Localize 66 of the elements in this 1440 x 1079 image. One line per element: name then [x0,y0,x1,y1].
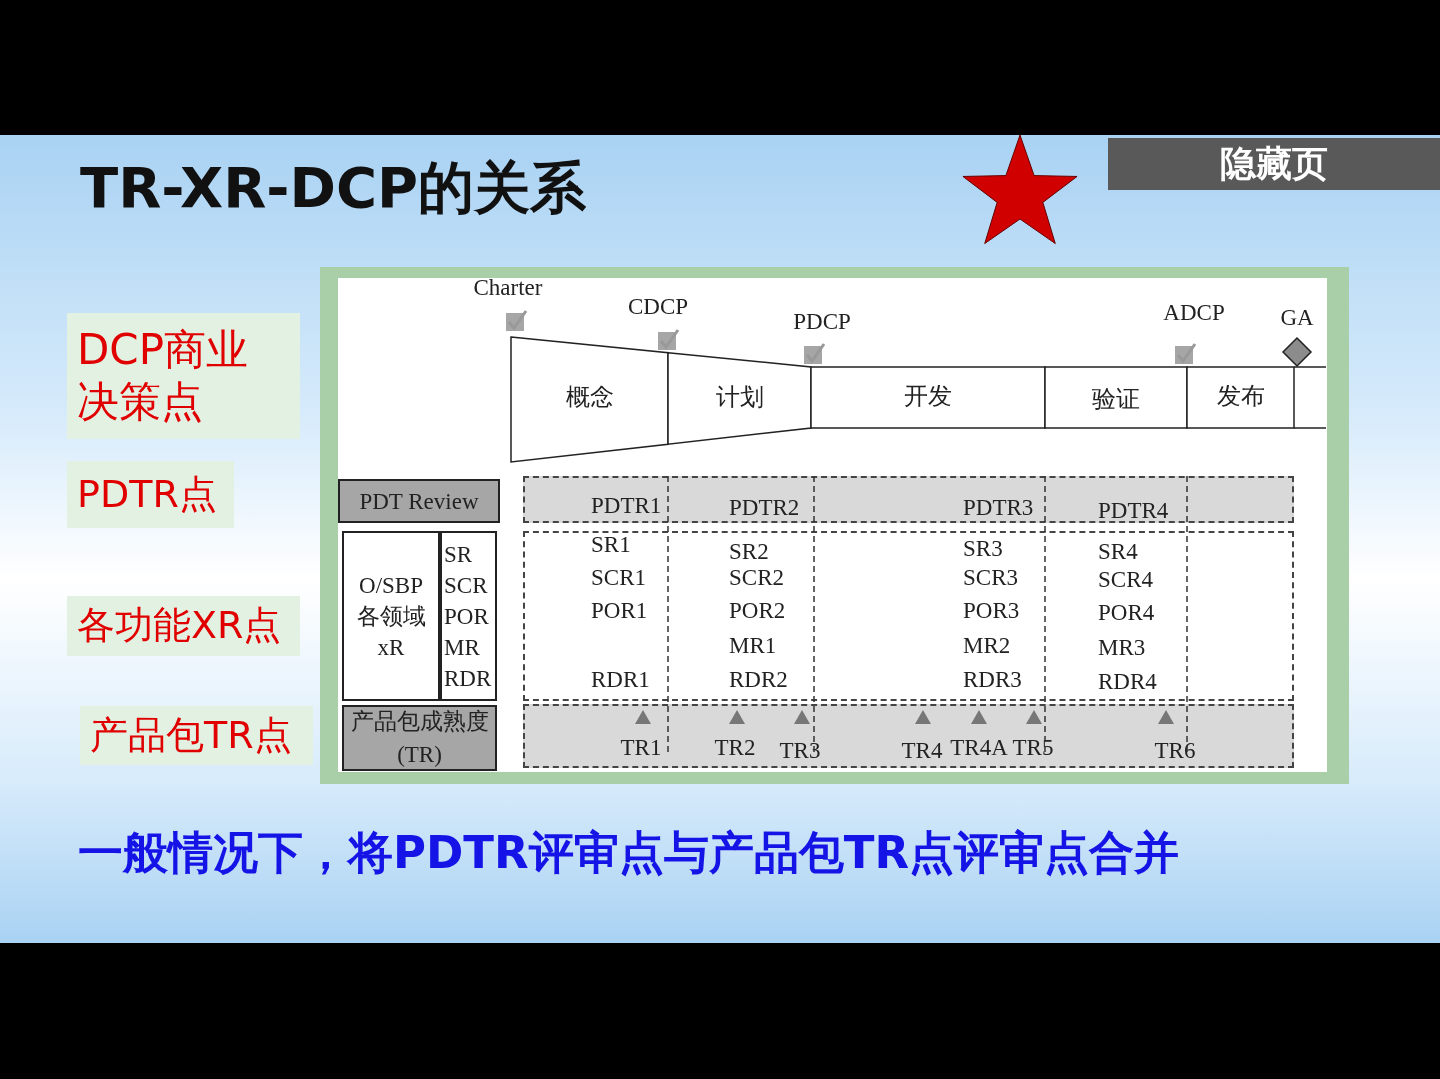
xr-point-label: RDR4 [1098,670,1157,693]
xr-point-label: SR4 [1098,540,1138,563]
xr-point-label: POR3 [963,599,1020,622]
row-header [338,479,500,523]
review-band [523,476,1294,523]
xr-point-label: RDR1 [591,668,650,691]
tr-point-label: TR2 [714,736,756,759]
tr-point-label: TR4A [950,736,1008,759]
tr-band [523,704,1294,768]
phase-segment [1045,367,1187,428]
review-point-label: PDTR3 [963,496,1034,519]
xr-point-label: MR1 [729,634,777,657]
xr-point-label: RDR3 [963,668,1022,691]
legend-card [67,596,300,656]
xr-point-label: MR2 [963,634,1011,657]
phase-label: 验证 [1092,386,1140,411]
milestone-label: GA [1280,306,1314,329]
xr-band [523,531,1294,701]
card-label: 各功能XR点 [77,602,283,650]
xr-point-label: MR3 [1098,636,1146,659]
summary-note: 一般情况下，将PDTR评审点与产品包TR点评审点合并 [78,830,1180,875]
card-label: PDTR点 [77,470,218,518]
header-label: O/SBP 各领域 xR [355,571,427,662]
xr-point-label: SR3 [963,537,1003,560]
xr-point-label: RDR2 [729,668,788,691]
review-point-label: PDTR2 [729,496,800,519]
milestone-label: ADCP [1163,301,1225,324]
tr-point-label: TR1 [620,736,662,759]
card-label: DCP商业决策点 [77,323,249,428]
xr-point-label: SCR3 [963,566,1018,589]
phase-segment [811,367,1045,428]
hidden-page-tag: 隐藏页 [1108,138,1440,190]
tr-point-label: TR4 [901,739,943,762]
legend-card [80,706,313,765]
xr-point-label: SR1 [591,533,631,556]
xr-point-label: POR1 [591,599,648,622]
row-header [440,531,497,701]
xr-point-label: POR2 [729,599,786,622]
phase-label: 发布 [1216,384,1265,409]
row-header [342,705,497,771]
xr-point-label: SR2 [729,540,769,563]
xr-point-label: SCR4 [1098,568,1153,591]
milestone-label: CDCP [627,295,689,318]
xr-point-label: POR4 [1098,601,1155,624]
legend-card [67,461,234,528]
card-label: 产品包TR点 [90,711,293,759]
header-label: PDT Review [359,487,479,516]
phase-segment [511,337,668,462]
milestone-label: PDCP [793,310,851,333]
slide-title: TR-XR-DCP的关系 [80,160,587,216]
milestone-label: Charter [473,276,543,299]
legend-card [67,313,300,439]
xr-point-label: SCR2 [729,566,784,589]
header-label: 产品包成熟度 (TR) [349,708,490,769]
phase-segment [668,352,811,445]
review-point-label: PDTR1 [591,494,662,517]
xr-point-label: SCR1 [591,566,646,589]
phase-label: 概念 [565,385,614,409]
tr-point-label: TR3 [779,739,821,762]
phase-segment [1187,367,1294,428]
tr-point-label: TR5 [1012,736,1054,759]
phase-label: 计划 [715,384,764,409]
phase-label: 开发 [904,384,952,409]
review-point-label: PDTR4 [1098,499,1169,522]
tr-point-label: TR6 [1154,739,1196,762]
row-header [342,531,440,701]
